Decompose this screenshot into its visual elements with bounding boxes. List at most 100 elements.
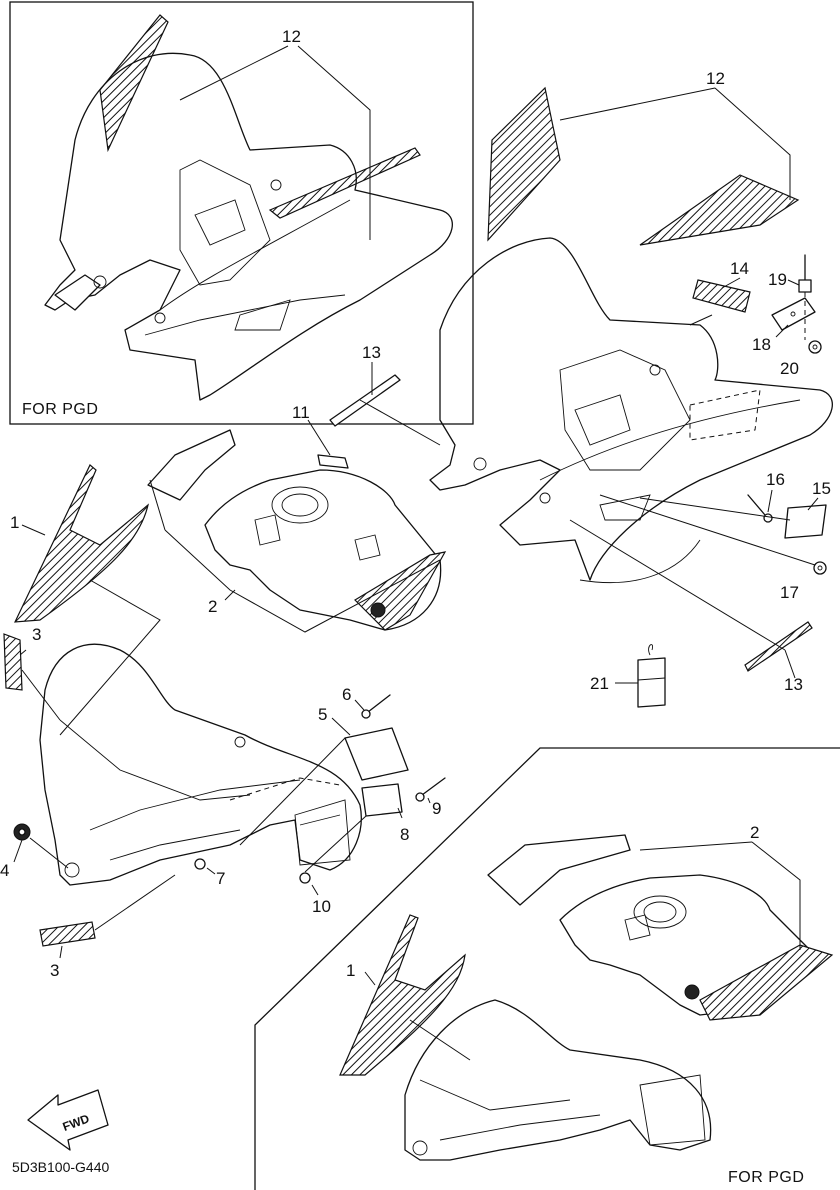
fwd-indicator: FWD (27, 1089, 109, 1151)
rear-mount-hole-3 (649, 364, 661, 376)
leader-13b-axis (569, 519, 786, 651)
part-21-label (637, 657, 666, 708)
drawing-code: 5D3B100-G440 (12, 1159, 110, 1175)
front-fender-ridge (59, 719, 251, 801)
pgd-front-fender-hole (412, 1140, 428, 1156)
leader-12a-left (179, 45, 289, 101)
rear-fender-cutout (599, 494, 651, 521)
tank-filler-ring-inner (281, 493, 319, 517)
callout-7: 7 (216, 869, 225, 888)
pgd-tank-emblem (684, 984, 700, 1000)
tank-cover-slot (254, 514, 281, 546)
part-6-screw-shaft (367, 694, 391, 713)
leader-5-to-fender (239, 737, 346, 846)
pgd-front-fender-outline (404, 999, 712, 1161)
leader-8-to-fender (304, 815, 367, 873)
part-18-hole (790, 311, 796, 317)
callout-13a: 13 (362, 343, 381, 362)
leader-15 (807, 497, 819, 511)
front-fender-hole (64, 862, 80, 878)
leader-2a (224, 589, 236, 601)
part-14-emblem (692, 279, 751, 313)
pgd-front-fender-box: 2 1 FOR PGD (254, 747, 840, 1190)
part-7-screw (194, 858, 206, 870)
pgd-rear-fender-box: 12 FOR PGD (9, 1, 474, 425)
part-15-plate (784, 504, 827, 539)
leader-7 (206, 867, 216, 875)
callout-20: 20 (780, 359, 799, 378)
pgd-tank-filler-ring (633, 895, 687, 929)
callout-11: 11 (292, 403, 310, 422)
leader-3a (19, 649, 27, 656)
tank-cover-slot-2 (354, 534, 381, 561)
leader-3b-to-fender (94, 874, 176, 931)
decal-12-panel-right (639, 174, 800, 246)
rear-fender-ridge (539, 399, 801, 481)
front-fender-lower-line (109, 829, 241, 861)
pgd-tank-cover-outline (559, 874, 831, 1016)
tank-cover-side-panel (147, 429, 236, 501)
part-9-screw-shaft (421, 777, 446, 796)
leader-9 (427, 797, 431, 804)
rear-seat-pan (559, 349, 691, 471)
pgd-mount-hole (93, 275, 107, 289)
part-17-nut-hole (817, 565, 823, 571)
callout-14: 14 (730, 259, 749, 278)
pgd-box-caption-bottom: FOR PGD (728, 1169, 804, 1186)
part-19-bolt-head (798, 279, 812, 293)
pgd-mount-hole-3 (270, 179, 282, 191)
pgd-front-fender-ridge-2 (439, 1114, 601, 1141)
callout-3a: 3 (32, 625, 41, 644)
part-21-divider (637, 677, 666, 681)
pgd-seat-pan-inner (194, 199, 246, 246)
rear-fender-assembly: 12 13 14 18 19 20 (329, 69, 833, 708)
front-fender-side-plate (294, 799, 351, 866)
tank-cover-emblem (370, 602, 386, 618)
leader-2b-bracket (751, 841, 801, 950)
pgd-seat-pan (179, 159, 271, 286)
leader-17-axis (599, 494, 816, 566)
leader-6 (354, 699, 365, 711)
tank-cover-assembly: 11 2 (147, 403, 447, 633)
callout-1b: 1 (346, 961, 355, 980)
callout-12a: 12 (282, 27, 301, 46)
callout-5: 5 (318, 705, 327, 724)
callout-8: 8 (400, 825, 409, 844)
callout-21: 21 (590, 674, 609, 693)
part-13-strip-upper (329, 374, 401, 427)
leader-3b (59, 945, 63, 959)
decal-12-panel-left (487, 86, 561, 242)
callout-2a: 2 (208, 597, 217, 616)
leader-4 (13, 839, 23, 863)
pgd-tank-slot (624, 914, 651, 941)
pgd-tank-filler-inner (643, 901, 677, 923)
leader-14 (721, 277, 741, 289)
rear-fender-lower-arc (579, 539, 701, 584)
pgd-fender-cutout (234, 299, 291, 331)
leader-11 (307, 419, 331, 456)
callout-15: 15 (812, 479, 831, 498)
callout-2b: 2 (750, 823, 759, 842)
rear-fender-hidden-plate (689, 389, 761, 441)
rear-seat-pan-inner (574, 394, 631, 446)
decal-12-side-graphic (268, 147, 421, 219)
leader-2a-bracket (164, 529, 441, 633)
leader-16 (767, 489, 773, 513)
leader-1b-to-fender (409, 1019, 471, 1061)
callout-10: 10 (312, 897, 331, 916)
callout-16: 16 (766, 470, 785, 489)
leader-1b (364, 971, 376, 986)
part-8-plate (361, 783, 403, 817)
leader-8 (397, 807, 403, 819)
part-6-screw-head (361, 709, 371, 719)
pgd-front-fender-ridge (419, 1079, 571, 1111)
part-3-emblem-upper (3, 633, 23, 691)
front-fender-hidden-line (229, 777, 341, 801)
pgd-rear-fender-outline (44, 52, 453, 401)
leader-19 (787, 279, 800, 286)
pgd-fender-ridge (159, 199, 351, 311)
leader-2a-to-panel (149, 479, 166, 531)
leader-12b-right (714, 87, 791, 200)
part-10-nut (299, 872, 311, 884)
